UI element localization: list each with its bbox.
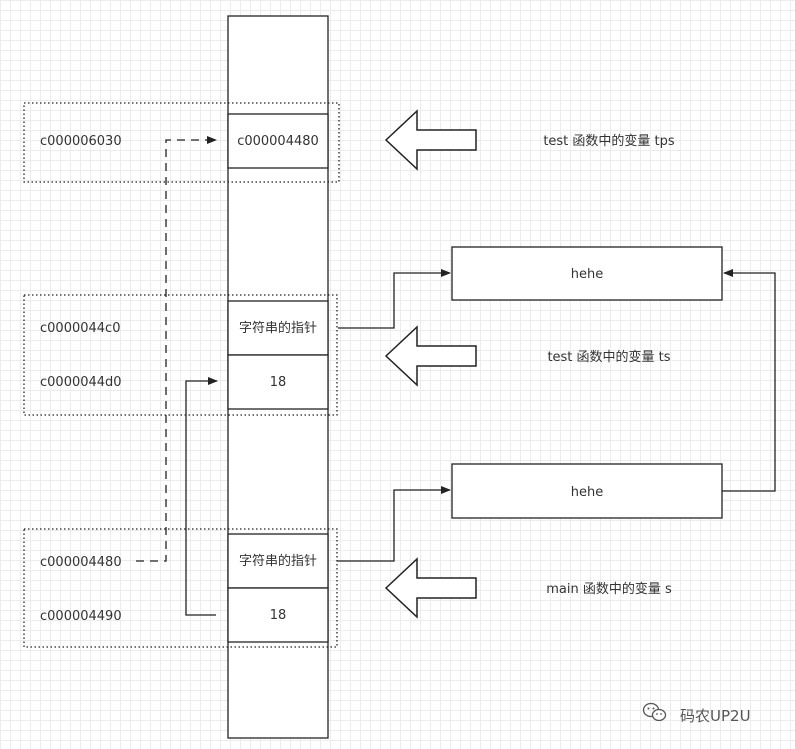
memory-cell-ts-len — [227, 354, 329, 410]
description-tps: test 函数中的变量 tps — [543, 133, 675, 149]
group-outline-ts — [23, 294, 338, 416]
address-ts-ptr: c0000044c0 — [40, 321, 120, 336]
memory-cell-s-len — [227, 587, 329, 643]
memory-cell-tps-value: c000004480 — [237, 134, 319, 149]
address-s-len: c000004490 — [40, 609, 122, 624]
address-tps: c000006030 — [40, 134, 122, 149]
address-s-ptr: c000004480 — [40, 555, 122, 570]
hollow-arrow-left-ts — [384, 325, 477, 387]
connector-s-ptr-to-string — [337, 486, 451, 562]
wechat-icon — [642, 702, 667, 722]
description-s: main 函数中的变量 s — [546, 581, 672, 597]
group-outline-s — [23, 528, 338, 648]
memory-cell-ts-len-value: 18 — [270, 375, 287, 390]
connector-ts-ptr-to-string — [338, 269, 451, 329]
string-box-top — [451, 246, 723, 301]
string-box-top-text: hehe — [571, 267, 603, 282]
connector-s-len-to-ts-len — [185, 377, 218, 616]
hollow-arrow-left-tps — [384, 109, 477, 171]
string-box-bottom — [451, 463, 723, 519]
memory-cell-ts-ptr — [227, 300, 329, 356]
memory-cell-s-len-value: 18 — [270, 608, 287, 623]
address-ts-len: c0000044d0 — [40, 375, 122, 390]
connector-dashed-tps-pointer — [136, 136, 217, 562]
description-ts: test 函数中的变量 ts — [547, 349, 670, 365]
string-box-bottom-text: hehe — [571, 485, 603, 500]
watermark-text: 码农UP2U — [680, 707, 751, 725]
memory-cell-ts-ptr-label: 字符串的指针 — [239, 320, 317, 336]
memory-cell-s-ptr-label: 字符串的指针 — [239, 553, 317, 569]
connector-string-copy — [722, 269, 776, 492]
hollow-arrow-left-s — [384, 557, 477, 619]
group-outline-tps — [23, 102, 340, 183]
watermark: 码农UP2U — [642, 702, 751, 725]
memory-cell-tps — [227, 113, 329, 169]
